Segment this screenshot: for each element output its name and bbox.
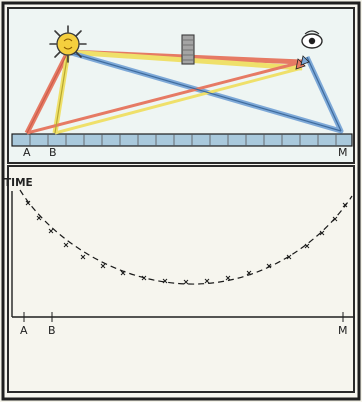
axis-label-b: B bbox=[48, 324, 56, 337]
ground-strip bbox=[12, 134, 352, 146]
eye-icon bbox=[302, 31, 322, 48]
lower-panel bbox=[8, 166, 354, 392]
label-point-m: M bbox=[338, 146, 348, 159]
mirror-icon bbox=[182, 35, 194, 64]
axis-label-a: A bbox=[20, 324, 28, 337]
label-point-b: B bbox=[49, 146, 57, 159]
sun-icon bbox=[50, 26, 86, 62]
axis-time-label: TIME bbox=[4, 177, 33, 189]
axis-label-m: M bbox=[338, 324, 348, 337]
label-point-a: A bbox=[23, 146, 31, 159]
